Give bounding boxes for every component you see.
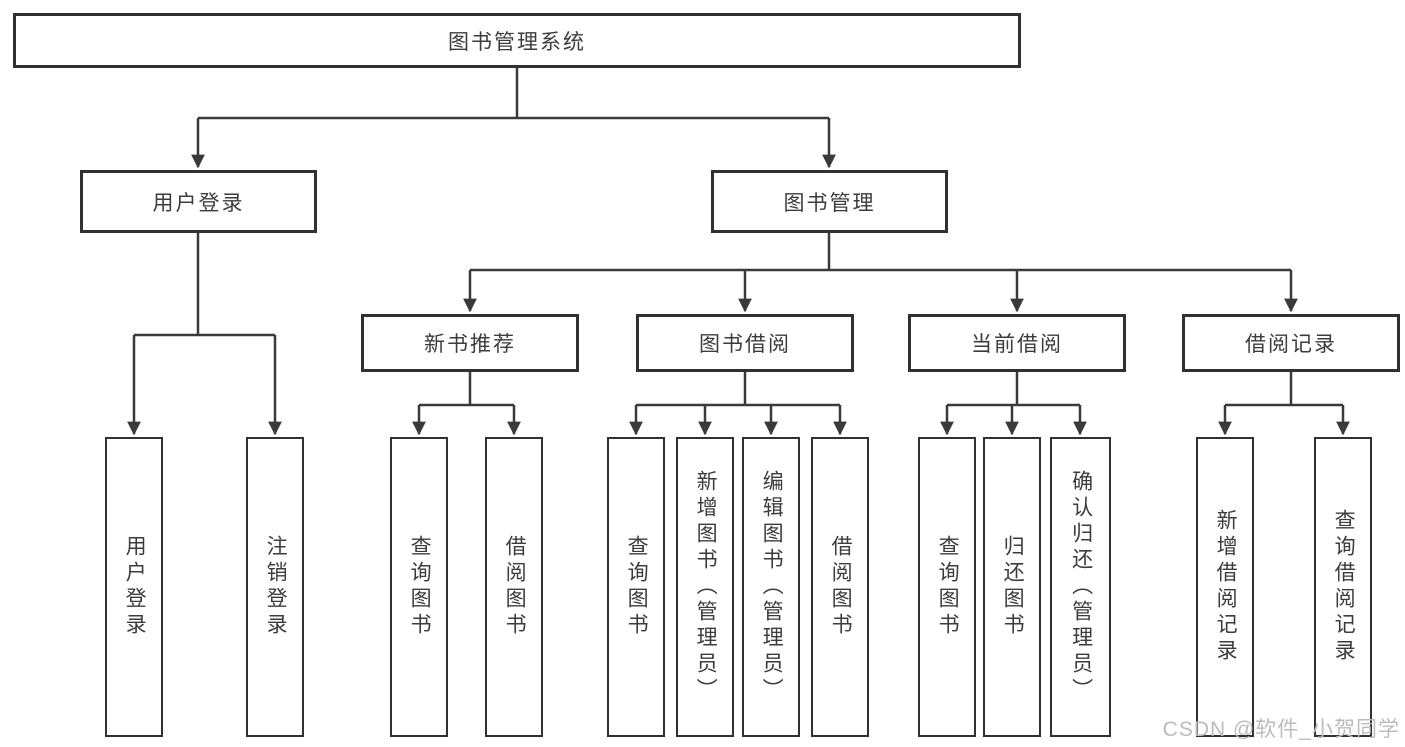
node-book-management-branch: 图书管理 (711, 170, 948, 233)
leaf-label: 借阅图书 (503, 535, 527, 639)
leaf-borrow-books-recommend: 借阅图书 (485, 437, 543, 737)
leaf-label: 用户登录 (123, 535, 147, 639)
leaf-label: 新增借阅记录 (1214, 509, 1238, 665)
leaf-label: 归还图书 (1001, 535, 1025, 639)
leaf-label: 确认归还（管理员） (1069, 470, 1093, 704)
node-library-management-system: 图书管理系统 (13, 13, 1021, 68)
leaf-logout: 注销登录 (246, 437, 304, 737)
node-label: 借阅记录 (1245, 333, 1337, 356)
leaf-user-login: 用户登录 (105, 437, 163, 737)
leaf-add-borrowing-record: 新增借阅记录 (1196, 437, 1254, 737)
connector-skeleton (134, 68, 1343, 407)
leaf-label: 查询图书 (625, 535, 649, 639)
leaf-label: 借阅图书 (829, 535, 853, 639)
node-current-borrowing: 当前借阅 (908, 314, 1126, 372)
leaf-label: 查询图书 (936, 535, 960, 639)
node-label: 新书推荐 (424, 333, 516, 356)
node-label: 当前借阅 (971, 333, 1063, 356)
node-book-borrowing: 图书借阅 (636, 314, 854, 372)
node-new-book-recommendation: 新书推荐 (361, 314, 579, 372)
connector-arrows (127, 118, 1350, 436)
leaf-query-books-current: 查询图书 (918, 437, 976, 737)
leaf-edit-books-admin: 编辑图书（管理员） (742, 437, 800, 737)
leaf-label: 注销登录 (264, 535, 288, 639)
node-label: 图书管理系统 (448, 30, 586, 54)
csdn-watermark: CSDN @软件_小贺同学 (1162, 718, 1400, 741)
node-user-login-branch: 用户登录 (80, 170, 317, 233)
node-label: 图书管理 (783, 191, 876, 215)
leaf-label: 新增图书（管理员） (694, 470, 718, 704)
node-borrowing-records: 借阅记录 (1182, 314, 1400, 372)
leaf-label: 查询图书 (408, 535, 432, 639)
leaf-return-books: 归还图书 (983, 437, 1041, 737)
leaf-confirm-return-admin: 确认归还（管理员） (1050, 437, 1111, 737)
leaf-query-books-recommend: 查询图书 (390, 437, 448, 737)
leaf-add-books-admin: 新增图书（管理员） (676, 437, 734, 737)
leaf-label: 编辑图书（管理员） (760, 470, 784, 704)
leaf-query-books-borrowing: 查询图书 (607, 437, 665, 737)
leaf-query-borrowing-record: 查询借阅记录 (1314, 437, 1372, 737)
node-label: 用户登录 (152, 191, 245, 215)
leaf-label: 查询借阅记录 (1332, 509, 1356, 665)
node-label: 图书借阅 (699, 333, 791, 356)
leaf-borrow-books-borrowing: 借阅图书 (811, 437, 869, 737)
